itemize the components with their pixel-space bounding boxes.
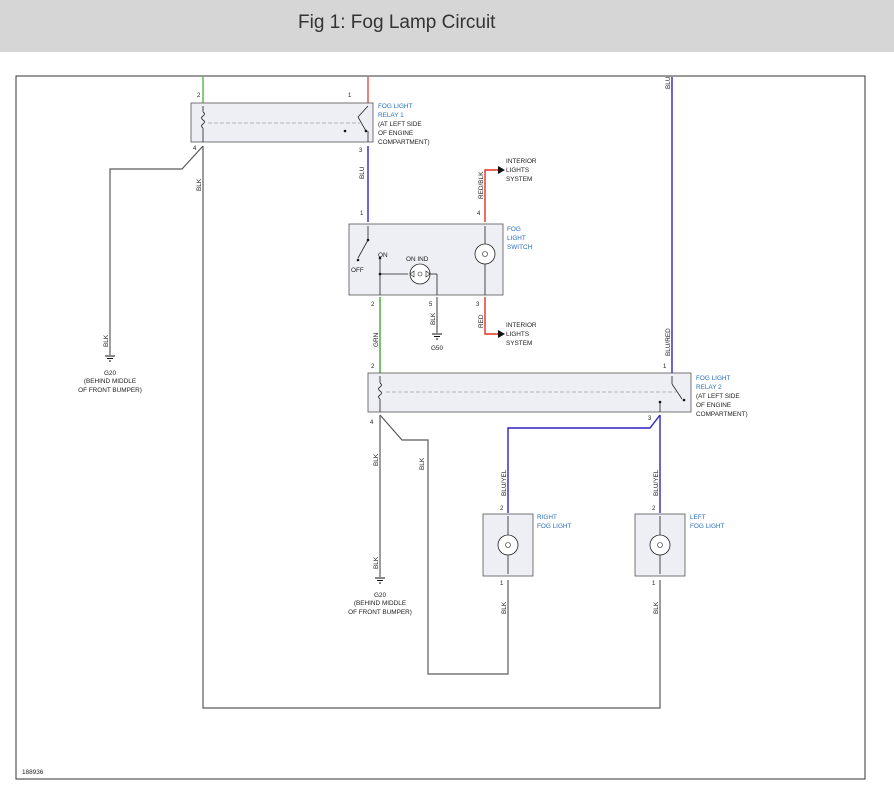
right-fog-lamp-bulb bbox=[497, 534, 519, 556]
wire-switch-red bbox=[484, 297, 498, 335]
wire-label-left-lamp-blk: BLK bbox=[653, 601, 660, 614]
arrow-interior-bottom bbox=[498, 330, 505, 338]
relay2-pin2-label: 2 bbox=[371, 364, 375, 370]
g20-mid-name: G20 bbox=[374, 592, 387, 599]
fog-light-relay-1 bbox=[190, 102, 374, 143]
switch-on-ind-label: ON IND bbox=[406, 256, 429, 263]
wire-right-lamp-blu-yel bbox=[507, 414, 661, 513]
relay2-location-3: COMPARTMENT) bbox=[696, 411, 748, 418]
wire-label-left-blu-yel: BLU/YEL bbox=[653, 469, 660, 496]
relay1-location-1: (AT LEFT SIDE bbox=[378, 121, 422, 128]
relay1-pin4-label: 4 bbox=[193, 146, 197, 152]
switch-pin4-label: 4 bbox=[477, 211, 481, 217]
g20-left-loc-1: (BEHIND MIDDLE bbox=[84, 378, 136, 385]
wire-label-relay2-blu-red: BLU/RED bbox=[665, 328, 672, 356]
wire-label-top-blu: BLU bbox=[665, 76, 672, 89]
wire-label-g50-blk: BLK bbox=[430, 312, 437, 325]
wire-label-right-blu-yel: BLU/YEL bbox=[501, 469, 508, 496]
switch-illumination-lamp bbox=[474, 243, 496, 265]
right-lamp-name-1: RIGHT bbox=[537, 514, 557, 521]
relay2-contact bbox=[671, 383, 683, 400]
g20-mid-loc-1: (BEHIND MIDDLE bbox=[354, 600, 406, 607]
interior-top-line-2: LIGHTS bbox=[506, 167, 529, 174]
relay1-name-1: FOG LIGHT bbox=[378, 103, 413, 110]
relay2-name-1: FOG LIGHT bbox=[696, 375, 731, 382]
figure-number: 188936 bbox=[22, 769, 44, 776]
relay1-coil bbox=[201, 106, 205, 142]
switch-pin5-label: 5 bbox=[429, 302, 433, 308]
wire-label-relay2-blk: BLK bbox=[373, 453, 380, 466]
left-lamp-name-1: LEFT bbox=[690, 514, 706, 521]
switch-off-label: OFF bbox=[351, 267, 364, 274]
switch-on-label: ON bbox=[378, 252, 388, 259]
wire-label-relay1-blk: BLK bbox=[196, 178, 203, 191]
wire-label-right-lamp-blk: BLK bbox=[501, 601, 508, 614]
diagram-frame bbox=[15, 75, 866, 780]
left-fog-lamp-bulb bbox=[649, 534, 671, 556]
left-fog-light bbox=[634, 513, 686, 577]
relay1-name-2: RELAY 1 bbox=[378, 112, 404, 119]
on-indicator-lamp bbox=[409, 263, 431, 285]
left-lamp-pin2-label: 2 bbox=[652, 506, 656, 512]
wire-label-g20-mid-blk: BLK bbox=[373, 556, 380, 569]
interior-bottom-line-3: SYSTEM bbox=[506, 340, 532, 347]
ground-symbol-g20-middle bbox=[375, 577, 385, 584]
switch-name-1: FOG bbox=[507, 226, 521, 233]
right-lamp-name-2: FOG LIGHT bbox=[537, 523, 572, 530]
wire-relay1-ground-blk bbox=[109, 145, 204, 355]
wire-label-g20-left-blk: BLK bbox=[103, 334, 110, 347]
figure-header: Fig 1: Fog Lamp Circuit bbox=[0, 0, 894, 52]
interior-bottom-line-1: INTERIOR bbox=[506, 322, 537, 329]
interior-top-line-1: INTERIOR bbox=[506, 158, 537, 165]
relay2-location-1: (AT LEFT SIDE bbox=[696, 393, 740, 400]
switch-pin1-label: 1 bbox=[360, 211, 364, 217]
right-fog-light bbox=[482, 513, 534, 577]
relay1-location-3: COMPARTMENT) bbox=[378, 139, 430, 146]
relay2-pin3-label: 3 bbox=[648, 416, 652, 422]
wire-right-lamp-ground-blk bbox=[379, 414, 509, 675]
g20-left-loc-2: OF FRONT BUMPER) bbox=[78, 387, 142, 394]
relay2-pin4-label: 4 bbox=[370, 420, 374, 426]
g20-mid-loc-2: OF FRONT BUMPER) bbox=[348, 609, 412, 616]
left-lamp-pin1-label: 1 bbox=[652, 581, 656, 587]
wire-left-lamp-ground-blk bbox=[202, 146, 661, 709]
switch-lever bbox=[357, 239, 369, 259]
fog-light-switch bbox=[348, 223, 504, 296]
wire-label-right-return-blk: BLK bbox=[419, 457, 426, 470]
switch-name-2: LIGHT bbox=[507, 235, 526, 242]
ground-symbol-g20-left bbox=[105, 355, 115, 362]
relay1-location-2: OF ENGINE bbox=[378, 130, 413, 137]
relay1-contact bbox=[357, 105, 369, 118]
right-lamp-pin2-label: 2 bbox=[500, 506, 504, 512]
wire-switch-red-blk bbox=[484, 169, 498, 222]
right-lamp-pin1-label: 1 bbox=[500, 581, 504, 587]
switch-pin2-label: 2 bbox=[371, 302, 375, 308]
relay1-pin2-label: 2 bbox=[197, 93, 201, 99]
relay2-name-2: RELAY 2 bbox=[696, 384, 722, 391]
wire-label-switch-grn: GRN bbox=[373, 332, 380, 347]
wire-label-relay1-blu: BLU bbox=[359, 166, 366, 179]
interior-bottom-line-2: LIGHTS bbox=[506, 331, 529, 338]
wire-label-switch-red-blk: RED/BLK bbox=[478, 171, 485, 199]
relay2-coil bbox=[378, 376, 382, 412]
ground-symbol-g50 bbox=[432, 333, 442, 340]
figure-title: Fig 1: Fog Lamp Circuit bbox=[298, 12, 496, 33]
left-lamp-name-2: FOG LIGHT bbox=[690, 523, 725, 530]
relay1-pin3-label: 3 bbox=[359, 148, 363, 154]
g50-name: G50 bbox=[431, 345, 444, 352]
switch-name-3: SWITCH bbox=[507, 244, 533, 251]
switch-pin3-label: 3 bbox=[476, 302, 480, 308]
relay2-pin1-label: 1 bbox=[663, 364, 667, 370]
relay1-pin1-label: 1 bbox=[348, 93, 352, 99]
relay2-location-2: OF ENGINE bbox=[696, 402, 731, 409]
g20-left-name: G20 bbox=[104, 370, 117, 377]
wire-label-switch-red: RED bbox=[478, 314, 485, 328]
interior-top-line-3: SYSTEM bbox=[506, 176, 532, 183]
fog-light-relay-2 bbox=[367, 372, 692, 413]
arrow-interior-top bbox=[498, 166, 505, 174]
